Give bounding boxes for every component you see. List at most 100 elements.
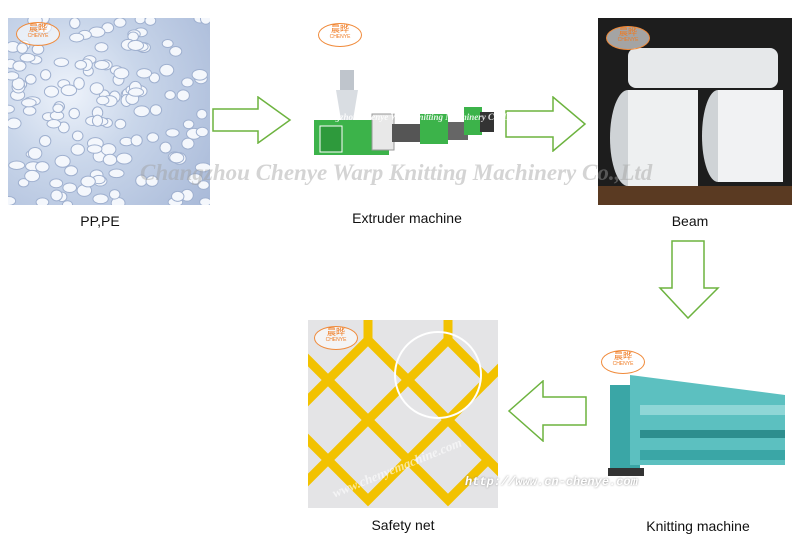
granule xyxy=(161,39,174,49)
granule xyxy=(96,95,110,106)
granule xyxy=(27,146,43,160)
granule xyxy=(108,168,125,179)
granule xyxy=(12,60,27,72)
granule xyxy=(53,57,70,68)
granule xyxy=(24,169,41,183)
granule xyxy=(38,134,52,147)
granule xyxy=(144,18,157,26)
granule xyxy=(49,178,64,189)
granule xyxy=(94,59,110,71)
label-extruder-machine: Extruder machine xyxy=(352,210,462,226)
granule xyxy=(94,42,109,53)
granule xyxy=(113,67,130,80)
granule xyxy=(146,132,160,143)
granule xyxy=(181,77,194,88)
granule xyxy=(197,180,210,190)
granule xyxy=(35,197,50,205)
knitting-machine-image xyxy=(608,375,785,476)
granule xyxy=(16,42,29,54)
granule xyxy=(159,63,175,77)
extruder-machine-image xyxy=(314,70,494,155)
granule xyxy=(60,84,78,97)
granule xyxy=(133,105,150,118)
granule xyxy=(164,90,176,100)
granule xyxy=(22,105,37,116)
company-watermark: Changzhou Chenye Warp Knitting Machinery… xyxy=(140,160,653,185)
granule xyxy=(73,77,85,90)
granule xyxy=(145,175,159,187)
granule xyxy=(43,85,60,98)
granule xyxy=(8,117,22,130)
granule xyxy=(8,160,26,170)
granule xyxy=(199,197,210,205)
granule xyxy=(130,134,143,147)
granule xyxy=(19,52,36,63)
company-watermark-small: Changzhou Chenye Warp Knitting Machinery… xyxy=(315,112,516,122)
label-knitting-machine: Knitting machine xyxy=(646,518,750,534)
granule xyxy=(199,18,210,25)
granule xyxy=(182,119,195,130)
label-pp-pe: PP,PE xyxy=(80,213,120,229)
label-safety-net: Safety net xyxy=(371,517,435,533)
granule xyxy=(171,190,185,202)
granule xyxy=(127,87,145,97)
granule xyxy=(136,68,153,79)
granule xyxy=(194,162,210,173)
granule xyxy=(187,173,203,185)
granule xyxy=(108,189,121,200)
granule xyxy=(113,18,127,28)
granule xyxy=(8,104,15,114)
granule xyxy=(62,182,77,194)
down-arrow-icon xyxy=(658,240,720,320)
granule xyxy=(50,189,63,202)
right-arrow-icon xyxy=(212,96,292,144)
granule xyxy=(54,154,71,168)
granule xyxy=(176,89,190,102)
granule xyxy=(181,137,195,150)
granule xyxy=(24,74,37,85)
granule xyxy=(196,108,208,120)
granule xyxy=(21,98,37,108)
granule xyxy=(35,161,50,173)
granule xyxy=(64,165,78,177)
label-beam: Beam xyxy=(671,213,709,229)
granule xyxy=(46,119,62,129)
granule xyxy=(74,60,88,70)
granule xyxy=(8,195,17,205)
granule xyxy=(169,152,185,164)
granule xyxy=(40,69,52,81)
granule xyxy=(69,18,81,30)
granule xyxy=(165,128,180,138)
granule xyxy=(17,178,30,188)
granule xyxy=(116,152,133,165)
granule xyxy=(127,39,145,51)
granule xyxy=(149,104,163,116)
granule xyxy=(69,32,85,43)
granule xyxy=(148,72,161,84)
granule xyxy=(169,46,183,57)
granule xyxy=(195,126,209,138)
granule xyxy=(134,18,146,25)
granule xyxy=(100,143,117,156)
granule xyxy=(61,200,74,205)
granule xyxy=(8,71,20,81)
granule xyxy=(52,103,64,114)
granule xyxy=(92,193,109,205)
url-watermark: http://www.cn-chenye.com xyxy=(465,475,638,489)
left-arrow-icon xyxy=(507,380,587,442)
granule xyxy=(102,153,118,166)
granule xyxy=(91,114,104,127)
granule xyxy=(80,175,96,188)
granule xyxy=(57,121,70,134)
granule xyxy=(89,82,104,95)
granule xyxy=(68,107,80,120)
granule xyxy=(114,118,127,130)
granule xyxy=(70,143,85,156)
